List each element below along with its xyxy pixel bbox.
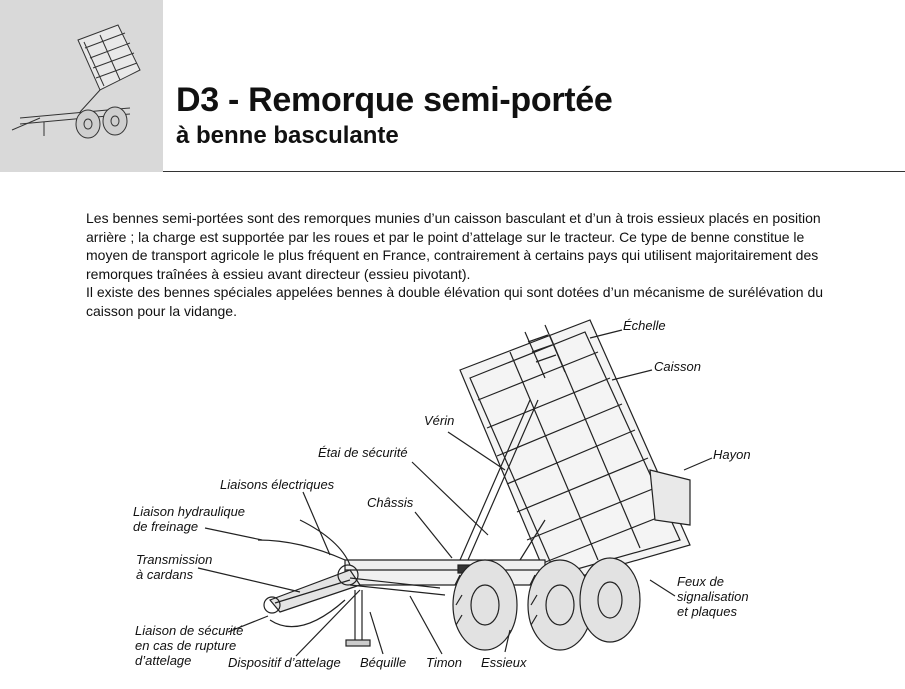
label-verin: Vérin <box>424 413 455 428</box>
paragraph-2: Il existe des bennes spéciales appelées … <box>86 284 824 319</box>
label-chassis: Châssis <box>367 495 414 510</box>
body-text: Les bennes semi-portées sont des remorqu… <box>86 209 826 320</box>
label-transmission-1: Transmission <box>136 552 213 567</box>
label-caisson: Caisson <box>654 359 701 374</box>
label-feux-3: et plaques <box>677 604 737 619</box>
label-hayon: Hayon <box>713 447 751 462</box>
label-transmission-2: à cardans <box>136 567 194 582</box>
label-securite-2: en cas de rupture <box>135 638 237 653</box>
label-feux-1: Feux de <box>677 574 724 589</box>
title-block: D3 - Remorque semi-portée à benne bascul… <box>176 80 613 150</box>
label-bequille: Béquille <box>360 655 407 670</box>
thumbnail-illustration <box>0 0 163 172</box>
label-feux-2: signalisation <box>677 589 749 604</box>
page-title: D3 - Remorque semi-portée <box>176 81 613 119</box>
label-essieux: Essieux <box>481 655 527 670</box>
trailer-thumbnail-icon <box>11 24 141 139</box>
label-liaison-hydraulique-2: de freinage <box>133 519 199 534</box>
header-divider <box>163 171 905 172</box>
label-securite-3: d’attelage <box>135 653 192 668</box>
label-liaisons-electriques: Liaisons électriques <box>220 477 335 492</box>
label-echelle: Échelle <box>623 318 666 333</box>
paragraph-1: Les bennes semi-portées sont des remorqu… <box>86 210 821 282</box>
label-securite-1: Liaison de sécurité <box>135 623 244 638</box>
label-liaison-hydraulique-1: Liaison hydraulique <box>133 504 246 519</box>
label-etai: Étai de sécurité <box>318 445 408 460</box>
label-dispositif-attelage: Dispositif d’attelage <box>228 655 341 670</box>
label-timon: Timon <box>426 655 463 670</box>
page-subtitle: à benne basculante <box>176 122 399 149</box>
